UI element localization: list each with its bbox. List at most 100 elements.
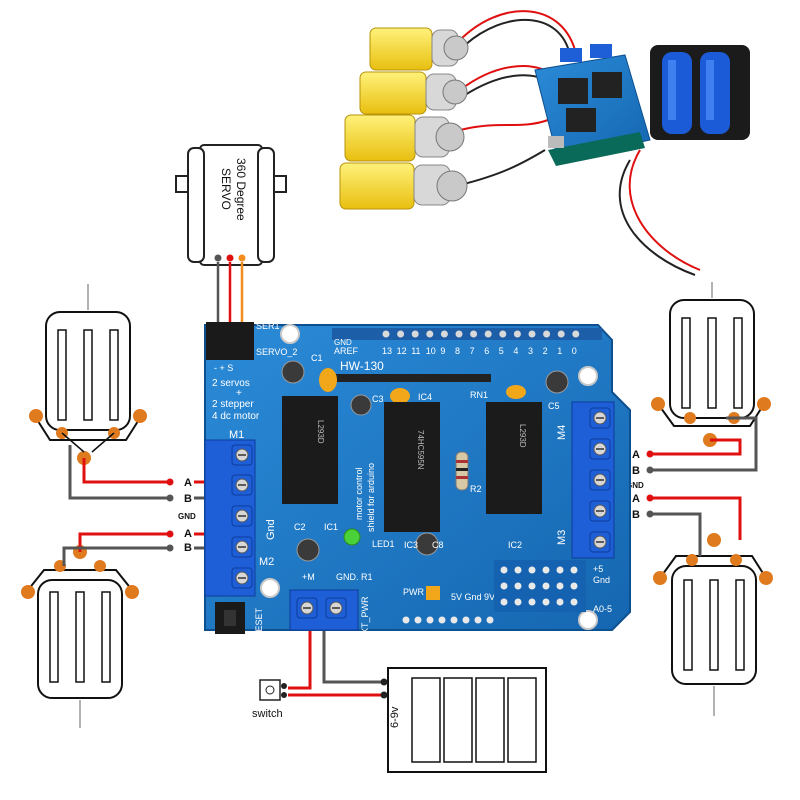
header-pin [484, 330, 492, 338]
pin-hole [514, 566, 522, 574]
capacitor-c3 [350, 394, 372, 416]
pin-hole [542, 566, 550, 574]
pin-hole [556, 566, 564, 574]
gnd-top-label: GND [334, 338, 352, 347]
digital-pin-label: 2 [543, 346, 548, 356]
chip-ic2: L293D [486, 402, 542, 514]
pin-hole [528, 582, 536, 590]
pin-hole [462, 616, 470, 624]
power-switch: switch [252, 679, 287, 720]
digital-pin-label: 9 [440, 346, 445, 356]
lbl-gnd-left-board: Gnd [265, 519, 277, 540]
battery-pack: 6-9v [380, 667, 547, 773]
lbl-gnd-r: Gnd [593, 575, 610, 585]
header-pin [543, 330, 551, 338]
reset-button [215, 602, 245, 634]
label-b-m3: B [632, 509, 640, 521]
pin-hole [528, 566, 536, 574]
pin-hole [570, 582, 578, 590]
servo-pin-labels: - + S [214, 363, 233, 373]
terminal-block-ext-pwr [289, 589, 359, 631]
capacitor-c8 [415, 532, 439, 556]
lbl-plus5: +5 [593, 564, 603, 574]
pin-hole [570, 598, 578, 606]
capacitor-c1 [281, 360, 305, 384]
pin-hole [500, 598, 508, 606]
lbl-power-row: 5V Gnd 9V [451, 592, 495, 602]
lbl-pwr: PWR [403, 587, 424, 597]
dc-motor-m4 [651, 282, 771, 447]
label-gnd-right: GND [626, 481, 644, 490]
lbl-reset: RESET [254, 607, 264, 638]
gear-motor-3 [344, 114, 465, 162]
pin-hole [514, 582, 522, 590]
digital-pin-label: 7 [470, 346, 475, 356]
lbl-c5: C5 [548, 401, 560, 411]
ceramic-cap-3 [506, 385, 526, 399]
pin-hole [450, 616, 458, 624]
digital-pin-label: 5 [499, 346, 504, 356]
pin-hole [402, 616, 410, 624]
header-pin [397, 330, 405, 338]
wire-labels: A B GND A B A B GND A B [178, 449, 644, 554]
silk-line-1: motor control [354, 467, 364, 520]
lbl-rn1: RN1 [470, 390, 488, 400]
pin-hole [556, 598, 564, 606]
digital-pin-label: 1 [557, 346, 562, 356]
lbl-m4: M4 [556, 425, 568, 440]
lbl-r2: R2 [470, 484, 482, 494]
pin-hole [438, 616, 446, 624]
switch-label: switch [252, 708, 283, 720]
lbl-c2: C2 [294, 522, 306, 532]
pin-hole [414, 616, 422, 624]
label-b-m2: B [184, 542, 192, 554]
power-pin-holes [402, 616, 494, 624]
gear-motor-4 [339, 162, 468, 210]
dc-motor-m3 [653, 533, 773, 716]
pin-hole [542, 598, 550, 606]
header-pin [499, 330, 507, 338]
photo-shield-board [534, 44, 651, 166]
product-photo [339, 10, 750, 276]
chip-ic1: L293D [282, 396, 338, 504]
model-label: HW-130 [340, 359, 384, 373]
digital-pin-label: 6 [484, 346, 489, 356]
capacitor-c2 [296, 538, 320, 562]
analog-pin-holes [500, 566, 578, 606]
lbl-m1: M1 [229, 429, 244, 441]
ceramic-cap-2 [390, 388, 410, 404]
pin-hole [514, 598, 522, 606]
pin-hole [542, 582, 550, 590]
lbl-ic3: IC3 [404, 540, 418, 550]
header-pin [455, 330, 463, 338]
digital-pin-label: 3 [528, 346, 533, 356]
pin-hole [474, 616, 482, 624]
lbl-c3: C3 [372, 394, 384, 404]
lbl-plus-m: +M [302, 572, 315, 582]
desc-line-1: 2 servos [212, 378, 250, 389]
label-gnd-left: GND [178, 512, 196, 521]
digital-pin-label: 10 [426, 346, 436, 356]
aref-label: AREF [334, 346, 359, 356]
lbl-ic4: IC4 [418, 392, 432, 402]
gear-motor-2 [359, 71, 468, 115]
pin-hole [556, 582, 564, 590]
resistor-r2 [455, 451, 469, 491]
pin-hole [528, 598, 536, 606]
header-pin [572, 330, 580, 338]
desc-line-3: 2 stepper [212, 399, 254, 410]
header-pin [440, 330, 448, 338]
lbl-ic2: IC2 [508, 540, 522, 550]
resistor-network [335, 374, 491, 382]
servo-header [206, 322, 254, 360]
lbl-ext-pwr: EXT_PWR [360, 596, 370, 640]
servo-label-line1: 360 Degree [234, 158, 248, 221]
lbl-c8: C8 [432, 540, 444, 550]
pwr-jumper [426, 586, 440, 600]
digital-pin-label: 8 [455, 346, 460, 356]
ic1-text: L293D [316, 420, 325, 444]
label-a-m3: A [632, 493, 640, 505]
digital-pin-label: 12 [397, 346, 407, 356]
